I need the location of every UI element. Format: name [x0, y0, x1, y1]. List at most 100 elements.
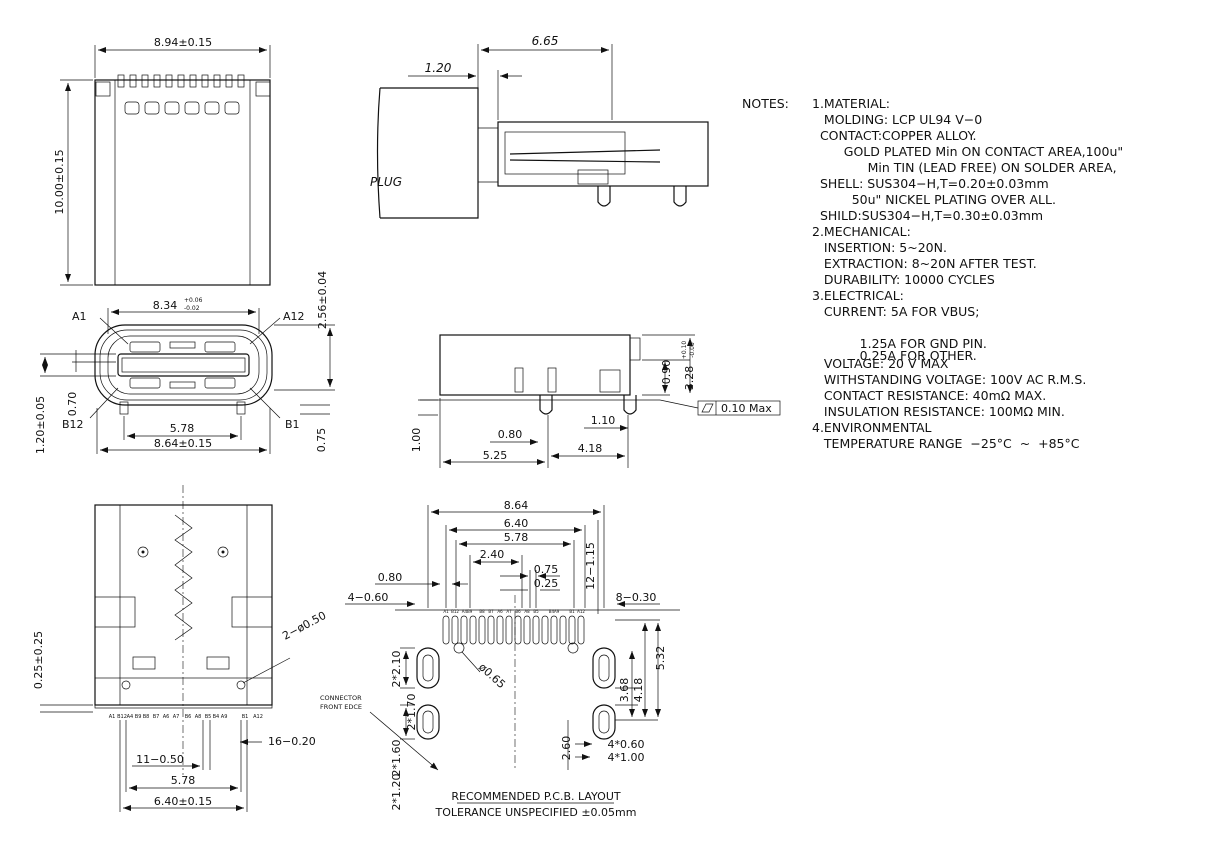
pin-label: B8	[143, 714, 150, 720]
note-line: CONTACT RESISTANCE: 40mΩ MAX.	[812, 388, 1046, 403]
pcb-dim-4-060: 4−0.60	[348, 591, 389, 604]
dim-328-minus: -0.05	[689, 342, 696, 358]
pcb-dim-240: 2.40	[480, 548, 505, 561]
side-section-view: PLUG 6.65 1.20	[370, 34, 709, 219]
slot-right-bottom	[592, 704, 616, 740]
dim-11-050: 11−0.50	[136, 753, 184, 766]
bottom-view: A1 B12 A4 B9 B8 B7 A6 A7 B6 A8 B5 B4 A9 …	[32, 485, 328, 812]
dim-256: 2.56±0.04	[316, 271, 329, 329]
notes-lines: 1.MATERIAL: MOLDING: LCP UL94 V−0 CONTAC…	[812, 96, 1123, 451]
slot-right-top	[592, 647, 616, 689]
dim-16-020: 16−0.20	[268, 735, 316, 748]
dim-834: 8.34	[153, 299, 178, 312]
pcb-dim-578: 5.78	[504, 531, 529, 544]
note-line: VOLTAGE: 20 V MAX	[812, 356, 949, 371]
pad-label: B12	[451, 609, 459, 614]
note-line: SHELL: SUS304−H,T=0.20±0.03mm	[812, 176, 1049, 191]
pcb-dim-065: ø0.65	[476, 661, 508, 692]
pcb-dim-864: 8.64	[504, 499, 529, 512]
note-line: 2.MECHANICAL:	[812, 224, 911, 239]
note-line: 1.MATERIAL:	[812, 96, 890, 111]
note-line: CONTACT:COPPER ALLOY.	[812, 128, 977, 143]
slot-left-top	[416, 647, 440, 689]
pad-label: B7	[488, 609, 494, 614]
pin-label: A7	[173, 714, 180, 720]
dim-080: 0.80	[498, 428, 523, 441]
pad-label: A12	[577, 609, 585, 614]
note-line: TEMPERATURE RANGE −25°C ~ +85°C	[812, 436, 1080, 451]
bottom-pin-labels: A1 B12 A4 B9 B8 B7 A6 A7 B6 A8 B5 B4 A9 …	[109, 714, 263, 720]
dim-640-bottom: 6.40±0.15	[154, 795, 212, 808]
note-line: WITHSTANDING VOLTAGE: 100V AC R.M.S.	[812, 372, 1086, 387]
top-view: 8.94±0.15 10.00±0.15	[53, 36, 271, 286]
dim-110: 1.10	[591, 414, 616, 427]
top-height-dim: 10.00±0.15	[53, 149, 66, 214]
connector-edge-label-2: FRONT EDCE	[320, 703, 362, 711]
dim-578-bottom: 5.78	[171, 774, 196, 787]
note-line: GOLD PLATED Min ON CONTACT AREA,100u"	[812, 144, 1123, 159]
dim-864-front: 8.64±0.15	[154, 437, 212, 450]
locating-hole-right	[567, 642, 579, 654]
pin-label: A6	[163, 714, 170, 720]
plug-label: PLUG	[370, 175, 402, 189]
pad-label: B5	[533, 609, 539, 614]
note-line: 3.ELECTRICAL:	[812, 288, 904, 303]
dim-025: 0.25±0.25	[32, 631, 45, 689]
front-view: A1 A12 B12 B1 8.34 +0.06 -0.02 5.78 8.64…	[34, 271, 335, 454]
note-line: 1.25A FOR GND PIN.	[812, 336, 987, 351]
pcb-dim-260: 2.60	[560, 736, 573, 761]
locating-hole-left	[453, 642, 465, 654]
pcb-dim-2-120: 2*1.20	[390, 774, 403, 811]
pin-label: A1	[109, 714, 116, 720]
dim-075-front: 0.75	[315, 428, 328, 453]
dim-100: 1.00	[410, 428, 423, 453]
dim-090: 0.90	[660, 360, 673, 385]
top-width-dim: 8.94±0.15	[154, 36, 212, 49]
pin-label: A4 B9	[127, 714, 142, 720]
pcb-dim-532: 5.32	[654, 646, 667, 671]
label-b12: B12	[62, 418, 84, 431]
note-line: 4.ENVIRONMENTAL	[812, 420, 932, 435]
note-line: Min TIN (LEAD FREE) ON SOLDER AREA,	[812, 160, 1117, 175]
pcb-dim-4-060b: 4*0.60	[608, 738, 645, 751]
dim-578-front: 5.78	[170, 422, 195, 435]
pcb-dim-12-115: 12−1.15	[584, 542, 597, 590]
pcb-dim-080: 0.80	[378, 571, 403, 584]
dim-418-side: 4.18	[578, 442, 603, 455]
top-contacts	[95, 74, 271, 115]
pcb-dim-368: 3.68	[618, 678, 631, 703]
dim-665: 6.65	[532, 34, 559, 48]
dim-120: 1.20	[425, 61, 452, 75]
pin-label: B7	[153, 714, 160, 720]
pcb-layout-title: RECOMMENDED P.C.B. LAYOUT	[451, 790, 620, 803]
pcb-layout: A1 B12 A4B9 B8 B7 A6 A7 B6 A8 B5 B4A9 B1…	[320, 499, 680, 819]
flatness-tol: 0.10 Max	[721, 402, 772, 415]
note-line: 50u" NICKEL PLATING OVER ALL.	[812, 192, 1056, 207]
pcb-dim-2-160: 2*1.60	[390, 740, 403, 777]
pin-label: B4 A9	[213, 714, 228, 720]
dim-834-plus: +0.06	[184, 297, 203, 304]
side-elevation-view: 0.90 3.28 +0.10 -0.05 0.10 Max 1.10 0.80…	[410, 334, 781, 468]
pcb-dim-025: 0.25	[534, 577, 559, 590]
note-line: INSULATION RESISTANCE: 100MΩ MIN.	[812, 404, 1065, 419]
pin-label: B1	[242, 714, 249, 720]
label-a12: A12	[283, 310, 305, 323]
pin-label: A8	[195, 714, 202, 720]
dim-328: 3.28	[683, 366, 696, 391]
pad-label: B4A9	[549, 609, 560, 614]
pad-label: A6	[497, 609, 503, 614]
flatness-frame	[697, 400, 781, 416]
connector-edge-label-1: CONNECTOR	[320, 694, 362, 702]
pcb-dim-4-100: 4*1.00	[608, 751, 645, 764]
pin-label: B5	[205, 714, 212, 720]
note-line: CURRENT: 5A FOR VBUS;	[812, 304, 979, 319]
dim-2-050: 2−ø0.50	[280, 609, 328, 643]
pad-label: B8	[479, 609, 485, 614]
label-b1: B1	[285, 418, 300, 431]
pin-label: B6	[185, 714, 192, 720]
dim-834-minus: -0.02	[184, 305, 200, 312]
pad-label: A1	[443, 609, 449, 614]
note-line: EXTRACTION: 8~20N AFTER TEST.	[812, 256, 1037, 271]
pad-label: A8	[524, 609, 530, 614]
pcb-dim-2-210: 2*2.10	[390, 651, 403, 688]
